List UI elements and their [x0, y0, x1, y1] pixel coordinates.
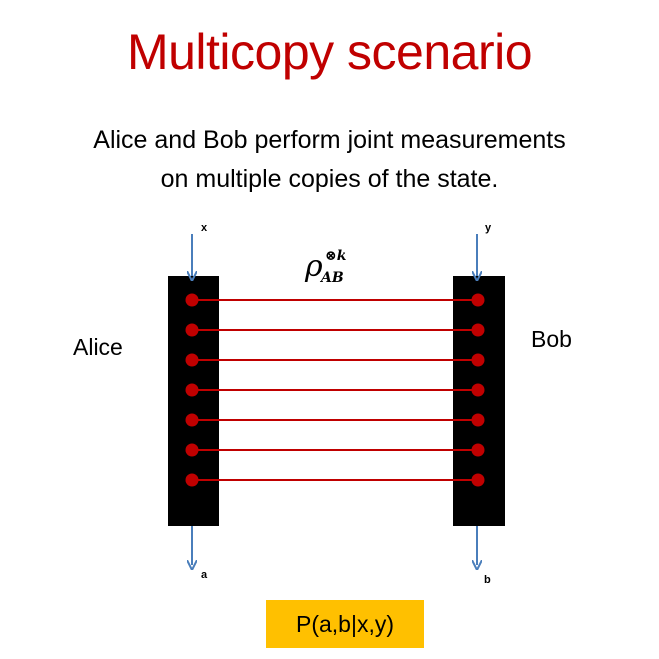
alice-device	[168, 276, 219, 526]
bob-qubit-dot	[471, 443, 485, 457]
alice-qubit-dot	[185, 413, 199, 427]
state-copies	[185, 293, 485, 487]
alice-qubit-dot	[185, 443, 199, 457]
bob-qubit-dot	[471, 293, 485, 307]
bob-label: Bob	[531, 326, 572, 352]
input-label-x: x	[201, 222, 208, 234]
alice-qubit-dot	[185, 323, 199, 337]
alice-qubit-dot	[185, 473, 199, 487]
output-label-b: b	[484, 574, 491, 586]
bob-qubit-dot	[471, 383, 485, 397]
alice-label: Alice	[73, 334, 123, 360]
subtitle-line-2: on multiple copies of the state.	[160, 165, 499, 193]
subtitle-line-1: Alice and Bob perform joint measurements	[93, 126, 566, 154]
state-symbol: ρ ⊗k AB	[305, 249, 375, 293]
output-label-a: a	[201, 569, 208, 581]
alice-qubit-dot	[185, 293, 199, 307]
bob-qubit-dot	[471, 473, 485, 487]
rho-symbol: ρ	[305, 249, 323, 284]
probability-box: P(a,b|x,y)	[266, 600, 424, 648]
input-label-y: y	[485, 222, 492, 234]
page-title: Multicopy scenario	[126, 24, 533, 80]
bob-qubit-dot	[471, 353, 485, 367]
bob-device	[453, 276, 505, 526]
probability-label: P(a,b|x,y)	[296, 611, 394, 637]
alice-qubit-dot	[185, 353, 199, 367]
tensor-power-superscript: ⊗k	[325, 248, 347, 264]
alice-qubit-dot	[185, 383, 199, 397]
ab-subscript: AB	[321, 270, 344, 286]
bob-qubit-dot	[471, 323, 485, 337]
bob-qubit-dot	[471, 413, 485, 427]
